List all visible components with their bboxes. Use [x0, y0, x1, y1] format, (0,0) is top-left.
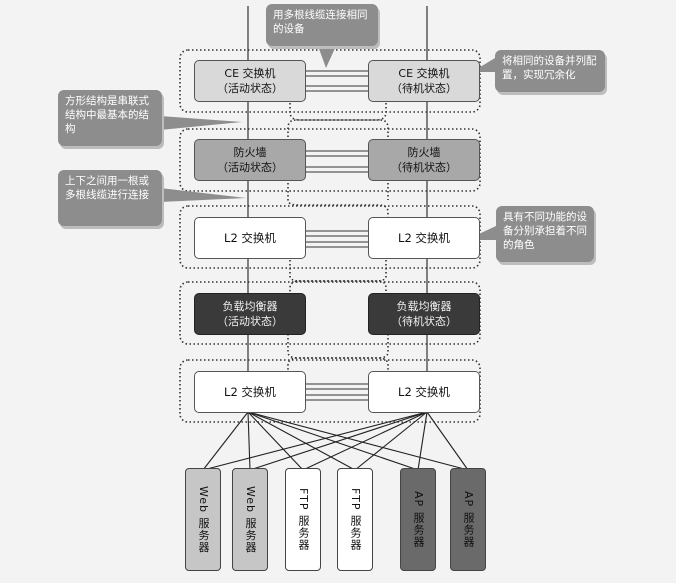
device-state: （待机状态）	[391, 82, 457, 95]
cross-link-8	[287, 330, 389, 380]
device-name: L2 交换机	[398, 384, 450, 399]
device-name: L2 交换机	[224, 384, 276, 399]
device-name: 防火墙	[407, 146, 441, 159]
ftp-server-1[interactable]: FTP 服务器	[285, 468, 321, 571]
server-label: AP 服务器	[412, 491, 425, 548]
callout-text: 用多根线缆连接相同的设备	[273, 9, 368, 35]
cross-link-2	[287, 95, 387, 150]
device-name: L2 交换机	[398, 230, 450, 245]
callout-serial-structure: 方形结构是串联式结构中最基本的结构	[58, 90, 162, 146]
ce-switch-standby[interactable]: CE 交换机 （待机状态）	[368, 60, 480, 102]
device-state: （待机状态）	[391, 315, 457, 328]
group-frame-lb	[179, 281, 481, 345]
server-label: AP 服务器	[462, 491, 475, 548]
l2-switch-lower-right[interactable]: L2 交换机	[368, 371, 480, 413]
l2-switch-upper-right[interactable]: L2 交换机	[368, 217, 480, 259]
load-balancer-standby[interactable]: 负载均衡器 （待机状态）	[368, 293, 480, 335]
server-label: FTP 服务器	[297, 488, 310, 551]
l2-switch-upper-left[interactable]: L2 交换机	[194, 217, 306, 259]
device-state: （活动状态）	[217, 82, 283, 95]
group-frame-l2-lower	[179, 359, 481, 423]
load-balancer-active[interactable]: 负载均衡器 （活动状态）	[194, 293, 306, 335]
callout-multi-cable: 用多根线缆连接相同的设备	[266, 4, 378, 46]
server-label: Web 服务器	[244, 485, 257, 554]
device-name: CE 交换机	[224, 67, 276, 80]
device-name: CE 交换机	[398, 67, 450, 80]
group-frame-ce	[179, 49, 481, 113]
callout-redundancy: 将相同的设备并列配置，实现冗余化	[495, 50, 605, 92]
device-name: L2 交换机	[224, 230, 276, 245]
firewall-standby[interactable]: 防火墙 （待机状态）	[368, 139, 480, 181]
cross-link-1	[289, 95, 389, 150]
ce-switch-active[interactable]: CE 交换机 （活动状态）	[194, 60, 306, 102]
device-name: 负载均衡器	[222, 300, 278, 313]
device-name: 负载均衡器	[396, 300, 452, 313]
ftp-server-2[interactable]: FTP 服务器	[337, 468, 373, 571]
server-label: Web 服务器	[197, 485, 210, 554]
ap-server-2[interactable]: AP 服务器	[450, 468, 486, 571]
callout-text: 具有不同功能的设备分别承担着不同的角色	[503, 211, 587, 251]
group-frame-l2-upper	[179, 205, 481, 269]
device-state: （活动状态）	[217, 161, 283, 174]
l2-switch-lower-left[interactable]: L2 交换机	[194, 371, 306, 413]
cross-link-3	[287, 175, 389, 228]
firewall-active[interactable]: 防火墙 （活动状态）	[194, 139, 306, 181]
callout-text: 方形结构是串联式结构中最基本的结构	[65, 95, 149, 135]
ap-server-1[interactable]: AP 服务器	[400, 468, 436, 571]
device-state: （待机状态）	[391, 161, 457, 174]
cross-link-7	[287, 330, 389, 380]
device-state: （活动状态）	[217, 315, 283, 328]
group-frame-firewall	[179, 128, 481, 192]
callout-different-roles: 具有不同功能的设备分别承担着不同的角色	[496, 206, 594, 262]
callout-text: 上下之间用一根或多根线缆进行连接	[65, 175, 149, 201]
web-server-1[interactable]: Web 服务器	[185, 468, 221, 571]
server-label: FTP 服务器	[349, 488, 362, 551]
callout-text: 将相同的设备并列配置，实现冗余化	[502, 55, 597, 81]
web-server-2[interactable]: Web 服务器	[232, 468, 268, 571]
device-name: 防火墙	[233, 146, 267, 159]
callout-vertical-links: 上下之间用一根或多根线缆进行连接	[58, 170, 162, 226]
